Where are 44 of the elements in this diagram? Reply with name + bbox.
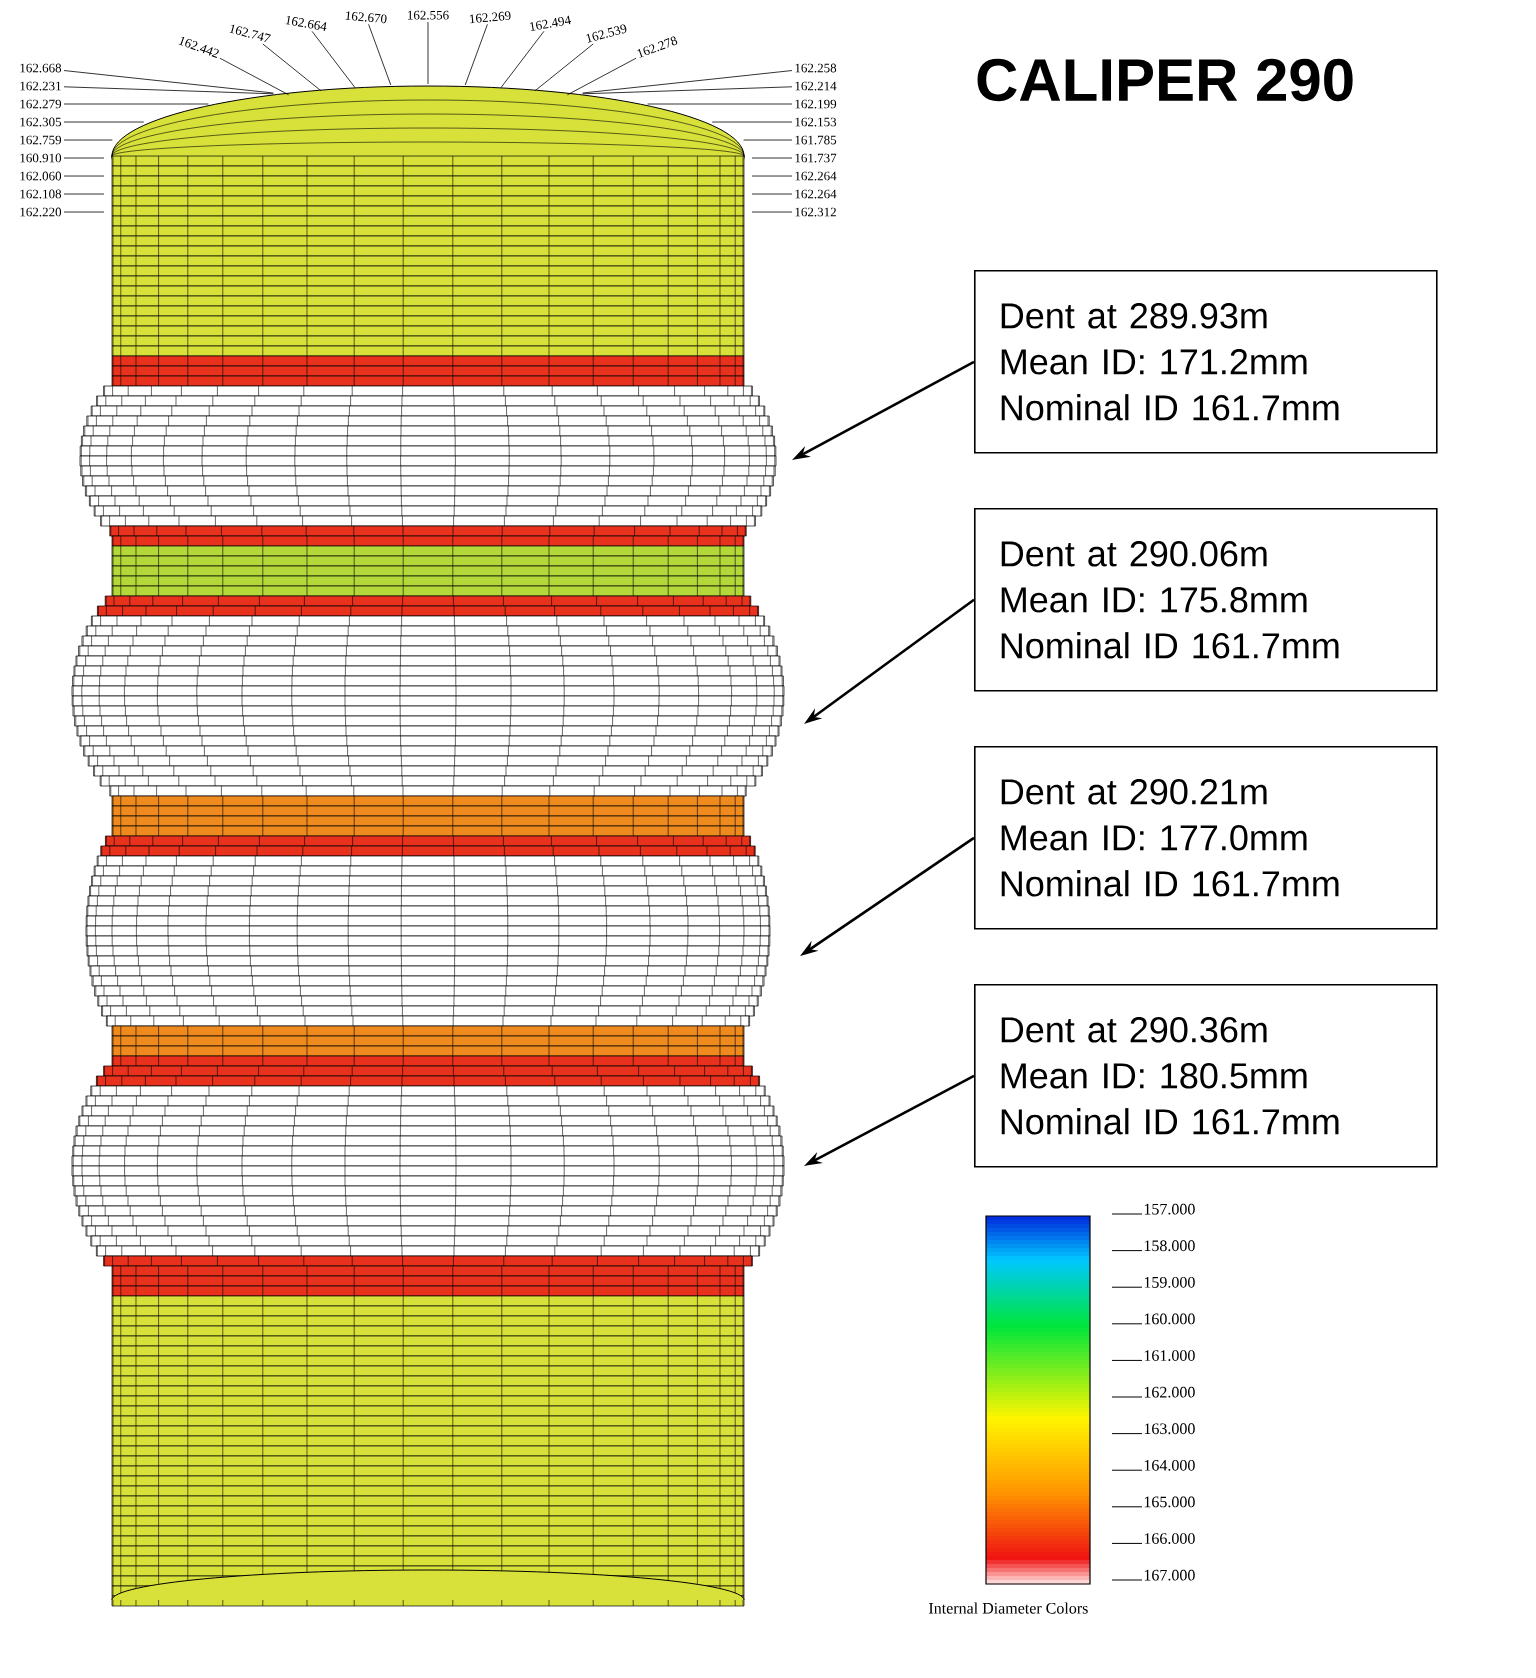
- scale-label: 165.000: [1144, 1496, 1195, 1508]
- leader-line: [63, 175, 105, 177]
- leader-line: [219, 57, 289, 96]
- scale-label: 162.000: [1144, 1386, 1195, 1398]
- leader-line: [63, 86, 274, 95]
- scale-label: 160.000: [1144, 1313, 1195, 1325]
- scale-caption: Internal Diameter Colors: [928, 1602, 1088, 1614]
- callout-box: Dent at 290.36m Mean ID: 180.5mm Nominal ID 161.7mm: [974, 984, 1438, 1168]
- callout-box: Dent at 289.93m Mean ID: 171.2mm Nominal ID 161.7mm: [974, 270, 1438, 454]
- leader-line: [427, 21, 429, 85]
- leader-line: [534, 43, 594, 92]
- leader-line: [743, 139, 793, 141]
- leader-line: [63, 139, 113, 141]
- leader-line: [262, 43, 322, 92]
- leader-line: [63, 157, 105, 159]
- leader-line: [751, 211, 793, 213]
- scale-label: 159.000: [1144, 1276, 1195, 1288]
- leader-line: [311, 30, 356, 89]
- leader-line: [500, 30, 545, 89]
- scale-label: 157.000: [1144, 1203, 1195, 1215]
- leader-line: [63, 103, 209, 105]
- leader-line: [647, 103, 793, 105]
- leader-line: [751, 175, 793, 177]
- scale-label: 163.000: [1144, 1423, 1195, 1435]
- leader-line: [63, 121, 145, 123]
- scale-label: 166.000: [1144, 1533, 1195, 1544]
- leader-line: [751, 193, 793, 195]
- callout-box: Dent at 290.06m Mean ID: 175.8mm Nominal ID 161.7mm: [974, 508, 1438, 692]
- scale-label: 164.000: [1144, 1459, 1195, 1471]
- title: CALIPER 290: [977, 58, 1353, 102]
- leader-line: [711, 121, 793, 123]
- scale-label: 167.000: [1144, 1569, 1195, 1581]
- leader-line: [63, 211, 105, 213]
- leader-line: [582, 86, 793, 95]
- callout-box: Dent at 290.21m Mean ID: 177.0mm Nominal ID 161.7mm: [974, 746, 1438, 930]
- leader-line: [63, 193, 105, 195]
- scale-label: 161.000: [1144, 1350, 1195, 1361]
- scale-label: 158.000: [1144, 1240, 1195, 1252]
- leader-line: [464, 23, 488, 86]
- leader-line: [751, 157, 793, 159]
- leader-line: [368, 23, 392, 86]
- leader-line: [63, 70, 274, 94]
- leader-line: [567, 57, 637, 96]
- leader-line: [582, 70, 793, 94]
